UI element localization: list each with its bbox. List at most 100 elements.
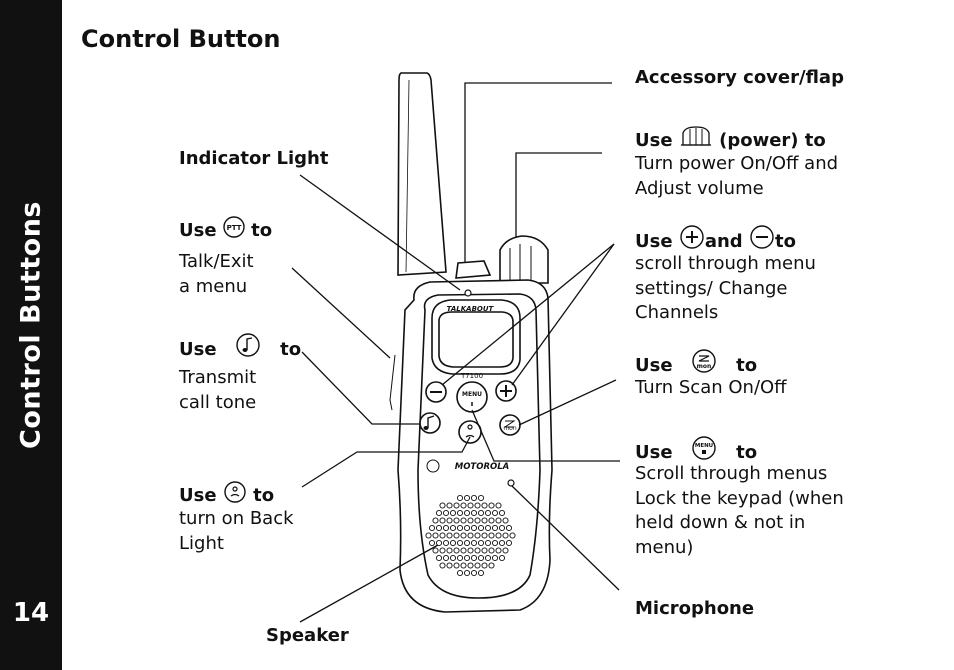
grille-hole: [498, 539, 506, 547]
power-knob-icon: [680, 126, 711, 146]
grille-hole: [467, 547, 474, 554]
menu-button: [456, 381, 488, 413]
display-bezel: [431, 299, 521, 375]
grille-hole: [463, 569, 471, 577]
menu-description: Scroll through menus Lock the keypad (wh…: [635, 462, 844, 560]
ptt-desc-line-2: a menu: [179, 275, 248, 297]
grille-hole: [449, 509, 457, 517]
power-to-text: (power) to: [719, 130, 826, 151]
grille-hole: [474, 517, 481, 524]
menu-use-text: Use: [635, 442, 673, 463]
radio-body: [397, 279, 553, 613]
menu-to-text: to: [736, 442, 758, 463]
grille-hole: [453, 517, 460, 524]
menu-icon: MENU: [692, 436, 717, 460]
grille-hole: [477, 569, 485, 577]
grille-hole: [446, 517, 453, 524]
grille-hole: [491, 509, 499, 517]
power-desc-line-1: Turn power On/Off and: [635, 153, 839, 174]
grille-hole: [467, 502, 474, 509]
grille-hole: [498, 554, 506, 562]
grille-hole: [470, 554, 478, 562]
grille-hole: [484, 539, 492, 547]
grille-hole: [477, 509, 485, 517]
grille-hole: [446, 532, 453, 539]
grille-hole: [435, 509, 443, 517]
grille-hole: [495, 547, 502, 554]
grille-hole: [435, 524, 443, 532]
grille-hole: [428, 539, 436, 547]
grille-hole: [505, 524, 513, 532]
svg-text:PTT: PTT: [226, 224, 241, 232]
menu-desc-line-4: menu): [635, 536, 694, 558]
svg-text:mon: mon: [697, 363, 712, 370]
power-description: Turn power On/Off and Adjust volume: [635, 152, 838, 201]
grille-hole: [432, 532, 439, 539]
page-title: Control Button: [81, 25, 281, 53]
grille-hole: [467, 532, 474, 539]
indicator-light: [464, 289, 472, 297]
ptt-to-text: to: [251, 220, 273, 241]
brand-text: MOTOROLA: [455, 462, 509, 472]
note-key-glyph: [427, 415, 435, 428]
grille-hole: [484, 554, 492, 562]
grille-hole: [449, 539, 457, 547]
brand-top-text: TALKABOUT: [447, 305, 495, 313]
grille-hole: [432, 517, 439, 524]
grille-hole: [474, 532, 481, 539]
grille-hole: [488, 502, 495, 509]
grille-hole: [481, 517, 488, 524]
plus-minus-use-label: Use and to: [635, 224, 796, 255]
grille-hole: [477, 539, 485, 547]
grille-hole: [460, 547, 467, 554]
plus-key-glyph: [500, 385, 512, 397]
tone-desc-line-1: Transmit: [179, 367, 257, 388]
accessory-flap: [455, 260, 492, 279]
tone-to-text: to: [280, 339, 302, 360]
grille-hole: [481, 547, 488, 554]
grille-hole: [463, 554, 471, 562]
tone-use-label: Use to: [179, 332, 301, 363]
grille-hole: [491, 554, 499, 562]
speaker-grille: [425, 494, 516, 577]
minus-icon: [750, 225, 774, 249]
grille-hole: [470, 539, 478, 547]
grille-hole: [449, 524, 457, 532]
ptt-description: Talk/Exit a menu: [179, 250, 254, 299]
plus-minus-use-text: Use: [635, 231, 673, 252]
grille-hole: [502, 532, 509, 539]
model-text: T7100: [460, 372, 483, 380]
scan-to-text: to: [736, 355, 758, 376]
grille-hole: [439, 562, 446, 569]
ptt-use-label: Use PTT to: [179, 215, 272, 244]
grille-hole: [477, 524, 485, 532]
grille-hole: [491, 539, 499, 547]
power-use-label: Use (power) to: [635, 125, 826, 154]
grille-hole: [498, 524, 506, 532]
light-use-label: Use to: [179, 480, 274, 509]
menu-desc-line-2: Lock the keypad (when: [635, 487, 844, 509]
grille-hole: [502, 547, 509, 554]
ptt-desc-line-1: Talk/Exit: [179, 251, 254, 272]
grille-hole: [439, 502, 446, 509]
grille-hole: [498, 509, 506, 517]
grille-hole: [509, 532, 516, 539]
grille-hole: [488, 547, 495, 554]
grille-hole: [460, 562, 467, 569]
speaker-label: Speaker: [266, 625, 349, 646]
grille-hole: [463, 539, 471, 547]
grille-hole: [432, 547, 439, 554]
grille-hole: [439, 547, 446, 554]
grille-hole: [456, 554, 464, 562]
light-icon: [224, 481, 246, 503]
plus-minus-desc-line-3: Channels: [635, 302, 719, 323]
microphone-label: Microphone: [635, 598, 755, 619]
tone-button: [419, 412, 441, 434]
power-knob: [499, 235, 549, 284]
ptt-use-text: Use: [179, 220, 217, 241]
scan-use-text: Use: [635, 355, 673, 376]
grille-hole: [460, 517, 467, 524]
plus-icon: [680, 225, 704, 249]
grille-hole: [446, 562, 453, 569]
menu-use-label: Use MENU to: [635, 435, 757, 466]
